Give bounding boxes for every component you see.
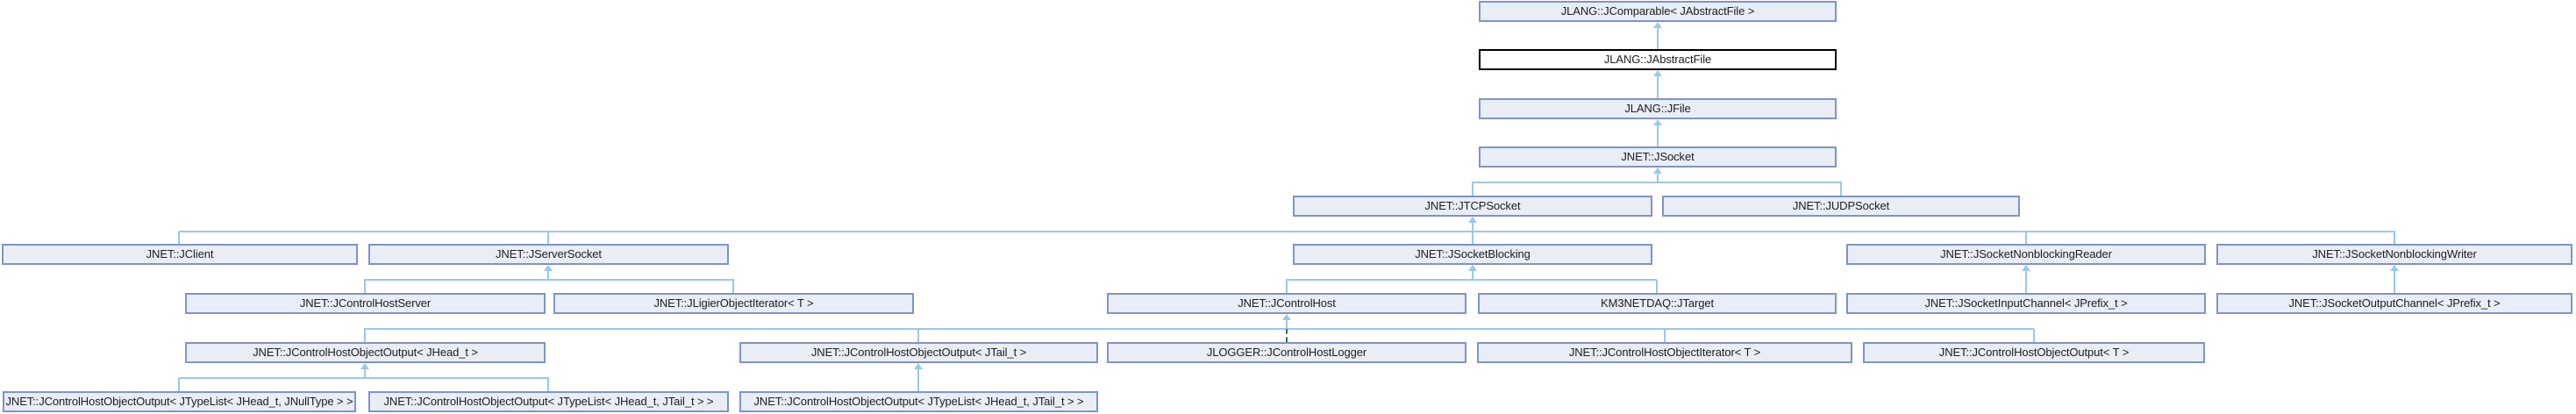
class-node-jligierobjectiterator[interactable]: JNET::JLigierObjectIterator< T > bbox=[553, 293, 914, 314]
class-node-jtarget[interactable]: KM3NETDAQ::JTarget bbox=[1478, 293, 1837, 314]
class-node-jfile[interactable]: JLANG::JFile bbox=[1479, 98, 1837, 119]
edge-trunk-jsocket bbox=[1657, 173, 1659, 182]
edge-bus-jsocketblocking-children bbox=[1286, 279, 1657, 281]
arrowhead-to-jsocketblocking bbox=[1468, 265, 1477, 271]
edge-trunk-jsocketblocking bbox=[1472, 270, 1474, 280]
edge-drop-jtcpsocket bbox=[1472, 182, 1474, 196]
edge-drop-jtarget bbox=[1656, 280, 1658, 293]
arrowhead-to-jserversocket bbox=[544, 265, 553, 271]
edge-drop-jserversocket bbox=[547, 232, 549, 244]
edge-bus-jcontrolhost-children bbox=[364, 328, 2034, 330]
edge-jfile-jabstractfile bbox=[1657, 75, 1659, 98]
edge-trunk-jcontrolhost bbox=[1286, 319, 1288, 329]
edge-drop-out-jhead bbox=[364, 329, 366, 342]
class-node-out-jhead[interactable]: JNET::JControlHostObjectOutput< JHead_t … bbox=[185, 342, 546, 363]
edge-out-typelist-tail2-out-jtail bbox=[917, 368, 919, 391]
edge-trunk-jtcpsocket bbox=[1472, 222, 1474, 244]
class-node-jsocketinputchannel[interactable]: JNET::JSocketInputChannel< JPrefix_t > bbox=[1846, 293, 2206, 314]
arrowhead-to-jsocket bbox=[1653, 168, 1662, 174]
edge-drop-out-typelist-tail1 bbox=[547, 378, 549, 391]
class-node-out-typelist-tail1[interactable]: JNET::JControlHostObjectOutput< JTypeLis… bbox=[368, 391, 729, 412]
edge-drop-jcontrolhostserver bbox=[364, 280, 366, 293]
class-node-jcomparable[interactable]: JLANG::JComparable< JAbstractFile > bbox=[1479, 1, 1837, 22]
edge-trunk-out-jhead bbox=[364, 368, 366, 378]
edge-jsocket-jfile bbox=[1657, 125, 1659, 146]
edge-jabstractfile-jcomparable bbox=[1657, 27, 1659, 49]
class-node-jserversocket[interactable]: JNET::JServerSocket bbox=[368, 244, 729, 265]
edge-bus-jtcpsocket-children bbox=[179, 231, 2395, 232]
edge-drop-judpsocket bbox=[1840, 182, 1842, 196]
class-node-jcontrolhostlogger[interactable]: JLOGGER::JControlHostLogger bbox=[1107, 342, 1466, 363]
edge-drop-out-jtail bbox=[917, 329, 919, 342]
edge-drop-objiterator-t bbox=[1664, 329, 1666, 342]
class-node-jabstractfile: JLANG::JAbstractFile bbox=[1479, 49, 1837, 70]
arrowhead-to-jcomparable bbox=[1653, 22, 1662, 28]
edge-trunk-jserversocket bbox=[547, 270, 549, 280]
arrowhead-to-jabstractfile bbox=[1653, 70, 1662, 76]
class-node-out-jtail[interactable]: JNET::JControlHostObjectOutput< JTail_t … bbox=[739, 342, 1098, 363]
class-node-jclient[interactable]: JNET::JClient bbox=[2, 244, 358, 265]
arrowhead-to-jsocketnonblockingreader bbox=[2022, 265, 2030, 271]
class-node-jsocketnonblockingreader[interactable]: JNET::JSocketNonblockingReader bbox=[1846, 244, 2206, 265]
arrowhead-to-jtcpsocket bbox=[1468, 217, 1477, 223]
class-node-jcontrolhost[interactable]: JNET::JControlHost bbox=[1107, 293, 1466, 314]
arrowhead-to-jfile bbox=[1653, 119, 1662, 125]
class-node-jcontrolhostserver[interactable]: JNET::JControlHostServer bbox=[185, 293, 546, 314]
edge-drop-jsocketnonblockingwriter bbox=[2394, 232, 2395, 244]
edge-drop-jligierobjectiterator bbox=[732, 280, 734, 293]
edge-bus-jsocket-children bbox=[1472, 182, 1842, 183]
edge-drop-jcontrolhost bbox=[1286, 280, 1288, 293]
arrowhead-to-out-jtail bbox=[914, 363, 923, 369]
class-node-judpsocket[interactable]: JNET::JUDPSocket bbox=[1662, 196, 2020, 217]
edge-jsocketinputchannel-reader bbox=[2025, 270, 2027, 293]
edge-bus-out-jhead-children bbox=[179, 377, 549, 379]
arrowhead-to-out-jhead bbox=[360, 363, 369, 369]
arrowhead-to-jsocketnonblockingwriter bbox=[2390, 265, 2399, 271]
edge-drop-out-t bbox=[2033, 329, 2035, 342]
edge-bus-jserversocket-children bbox=[364, 279, 734, 281]
class-node-jsocketnonblockingwriter[interactable]: JNET::JSocketNonblockingWriter bbox=[2216, 244, 2572, 265]
edge-jsocketoutputchannel-writer bbox=[2394, 270, 2395, 293]
edge-drop-jcontrolhostlogger-protected bbox=[1286, 329, 1288, 342]
class-node-jsocketblocking[interactable]: JNET::JSocketBlocking bbox=[1293, 244, 1652, 265]
class-node-jsocket[interactable]: JNET::JSocket bbox=[1479, 146, 1837, 168]
class-node-jsocketoutputchannel[interactable]: JNET::JSocketOutputChannel< JPrefix_t > bbox=[2216, 293, 2572, 314]
edge-drop-out-typelist-null bbox=[178, 378, 180, 391]
class-node-objiterator-t[interactable]: JNET::JControlHostObjectIterator< T > bbox=[1477, 342, 1852, 363]
class-node-out-typelist-tail2[interactable]: JNET::JControlHostObjectOutput< JTypeLis… bbox=[739, 391, 1098, 412]
class-node-jtcpsocket[interactable]: JNET::JTCPSocket bbox=[1293, 196, 1652, 217]
class-node-out-typelist-null[interactable]: JNET::JControlHostObjectOutput< JTypeLis… bbox=[3, 391, 356, 412]
arrowhead-to-jcontrolhost bbox=[1282, 314, 1291, 320]
class-node-out-t[interactable]: JNET::JControlHostObjectOutput< T > bbox=[1863, 342, 2205, 363]
edge-drop-jsocketnonblockingreader bbox=[2025, 232, 2027, 244]
edge-drop-jclient bbox=[178, 232, 180, 244]
